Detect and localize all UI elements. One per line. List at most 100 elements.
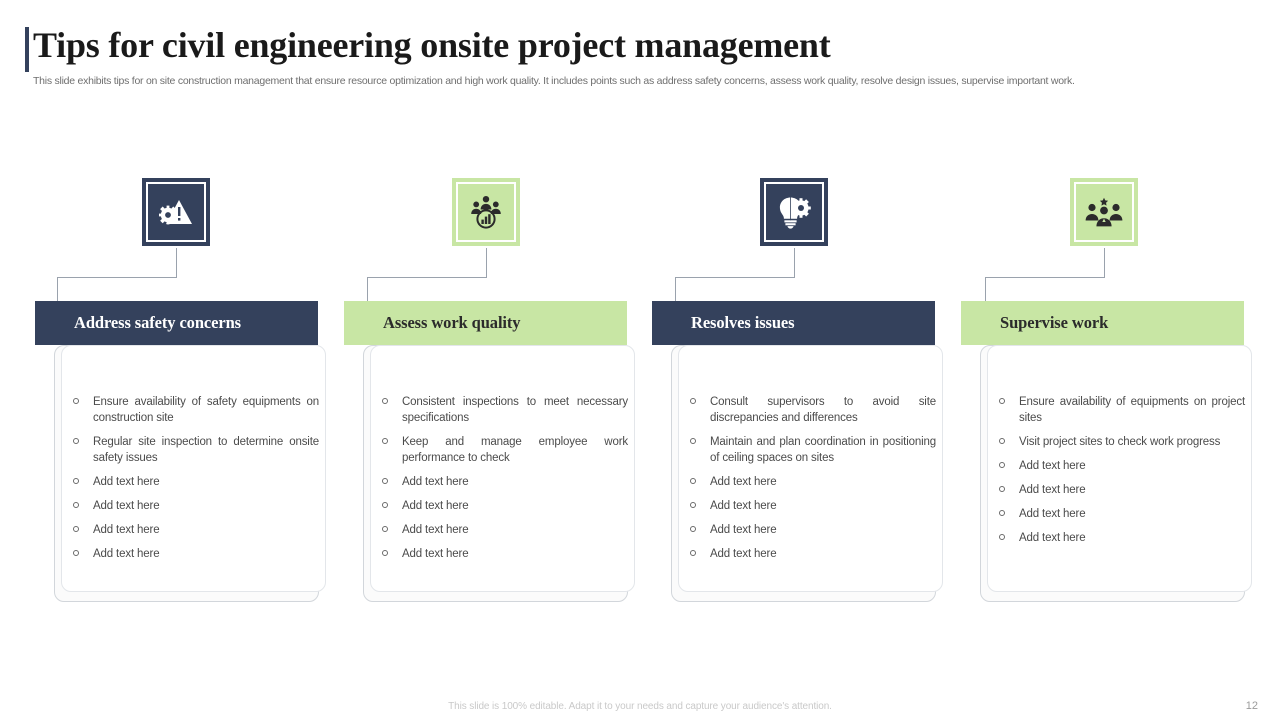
list-item-text: Consult supervisors to avoid site discre… (710, 396, 936, 424)
heading-label: Resolves issues (691, 313, 795, 332)
list-item-text: Add text here (93, 500, 160, 512)
list-item: Add text here (71, 546, 319, 562)
bullet-marker-icon (690, 526, 696, 532)
connector-vertical-down (985, 277, 986, 302)
list-item-text: Keep and manage employee work performanc… (402, 436, 628, 464)
icon-tile-team-star[interactable] (1070, 178, 1138, 246)
list-item-text: Add text here (402, 524, 469, 536)
bullet-marker-icon (73, 526, 79, 532)
page-title: Tips for civil engineering onsite projec… (33, 25, 831, 65)
list-item-text: Add text here (710, 500, 777, 512)
bullet-list: Ensure availability of safety equipments… (71, 394, 319, 570)
connector-vertical-top (176, 248, 177, 278)
list-item: Add text here (997, 506, 1245, 522)
list-item-text: Add text here (93, 524, 160, 536)
heading-label: Assess work quality (383, 313, 521, 332)
bullet-marker-icon (999, 398, 1005, 404)
list-item: Add text here (71, 474, 319, 490)
list-item: Visit project sites to check work progre… (997, 434, 1245, 450)
bullet-marker-icon (382, 478, 388, 484)
connector-horizontal (985, 277, 1105, 278)
heading-bar-resolves-issues[interactable]: Resolves issues (652, 301, 935, 345)
list-item: Add text here (688, 474, 936, 490)
team-star-icon (1085, 197, 1123, 227)
heading-bar-supervise-work[interactable]: Supervise work (961, 301, 1244, 345)
heading-label: Address safety concerns (74, 313, 241, 332)
connector-vertical-down (675, 277, 676, 302)
list-item: Add text here (71, 498, 319, 514)
list-item-text: Add text here (1019, 508, 1086, 520)
icon-tile-warning-gear[interactable] (142, 178, 210, 246)
card-panel (678, 345, 943, 592)
list-item-text: Ensure availability of safety equipments… (93, 396, 319, 424)
bullet-marker-icon (73, 502, 79, 508)
list-item-text: Add text here (1019, 460, 1086, 472)
list-item: Add text here (380, 474, 628, 490)
list-item-text: Add text here (1019, 532, 1086, 544)
list-item: Maintain and plan coordination in positi… (688, 434, 936, 466)
heading-bar-assess-work-quality[interactable]: Assess work quality (344, 301, 627, 345)
connector-vertical-down (367, 277, 368, 302)
list-item-text: Add text here (93, 476, 160, 488)
icon-tile-lightbulb-gear[interactable] (760, 178, 828, 246)
connector-vertical-top (794, 248, 795, 278)
list-item-text: Regular site inspection to determine ons… (93, 436, 319, 464)
page-number: 12 (1245, 700, 1258, 712)
bullet-list: Consult supervisors to avoid site discre… (688, 394, 936, 570)
list-item: Consistent inspections to meet necessary… (380, 394, 628, 426)
bullet-marker-icon (73, 550, 79, 556)
list-item: Consult supervisors to avoid site discre… (688, 394, 936, 426)
bullet-marker-icon (382, 398, 388, 404)
column-resolves-issues: Resolves issues Consult supervisors to a… (652, 0, 943, 720)
bullet-marker-icon (999, 534, 1005, 540)
bullet-marker-icon (73, 438, 79, 444)
bullet-marker-icon (999, 486, 1005, 492)
list-item: Add text here (71, 522, 319, 538)
list-item-text: Add text here (710, 524, 777, 536)
connector-horizontal (675, 277, 795, 278)
list-item: Add text here (997, 482, 1245, 498)
list-item-text: Add text here (402, 500, 469, 512)
column-address-safety-concerns: Address safety concerns Ensure availabil… (35, 0, 326, 720)
list-item-text: Ensure availability of equipments on pro… (1019, 396, 1245, 424)
bullet-marker-icon (999, 438, 1005, 444)
list-item: Add text here (688, 522, 936, 538)
heading-label: Supervise work (1000, 313, 1109, 332)
bullet-marker-icon (73, 478, 79, 484)
column-supervise-work: Supervise work Ensure availability of eq… (961, 0, 1252, 720)
connector-vertical-top (486, 248, 487, 278)
list-item: Ensure availability of safety equipments… (71, 394, 319, 426)
bullet-marker-icon (999, 462, 1005, 468)
bullet-marker-icon (382, 550, 388, 556)
list-item-text: Add text here (402, 548, 469, 560)
icon-tile-team-bar-chart[interactable] (452, 178, 520, 246)
column-assess-work-quality: Assess work quality Consistent inspectio… (344, 0, 635, 720)
list-item-text: Maintain and plan coordination in positi… (710, 436, 936, 464)
connector-horizontal (57, 277, 177, 278)
list-item: Add text here (380, 498, 628, 514)
list-item: Add text here (688, 546, 936, 562)
bullet-marker-icon (999, 510, 1005, 516)
list-item: Regular site inspection to determine ons… (71, 434, 319, 466)
list-item-text: Add text here (710, 548, 777, 560)
heading-bar-address-safety-concerns[interactable]: Address safety concerns (35, 301, 318, 345)
bullet-list: Consistent inspections to meet necessary… (380, 394, 628, 570)
bullet-marker-icon (690, 550, 696, 556)
list-item-text: Visit project sites to check work progre… (1019, 436, 1221, 448)
icon-tile-inner (146, 182, 206, 242)
icon-tile-inner (1074, 182, 1134, 242)
list-item: Keep and manage employee work performanc… (380, 434, 628, 466)
list-item-text: Add text here (710, 476, 777, 488)
list-item: Add text here (380, 546, 628, 562)
list-item-text: Consistent inspections to meet necessary… (402, 396, 628, 424)
bullet-marker-icon (690, 478, 696, 484)
icon-tile-inner (456, 182, 516, 242)
list-item: Add text here (997, 530, 1245, 546)
list-item-text: Add text here (93, 548, 160, 560)
list-item: Add text here (997, 458, 1245, 474)
bullet-list: Ensure availability of equipments on pro… (997, 394, 1245, 554)
footer-note: This slide is 100% editable. Adapt it to… (448, 701, 832, 712)
list-item-text: Add text here (402, 476, 469, 488)
lightbulb-gear-icon (776, 195, 812, 229)
title-accent-bar (25, 27, 29, 72)
